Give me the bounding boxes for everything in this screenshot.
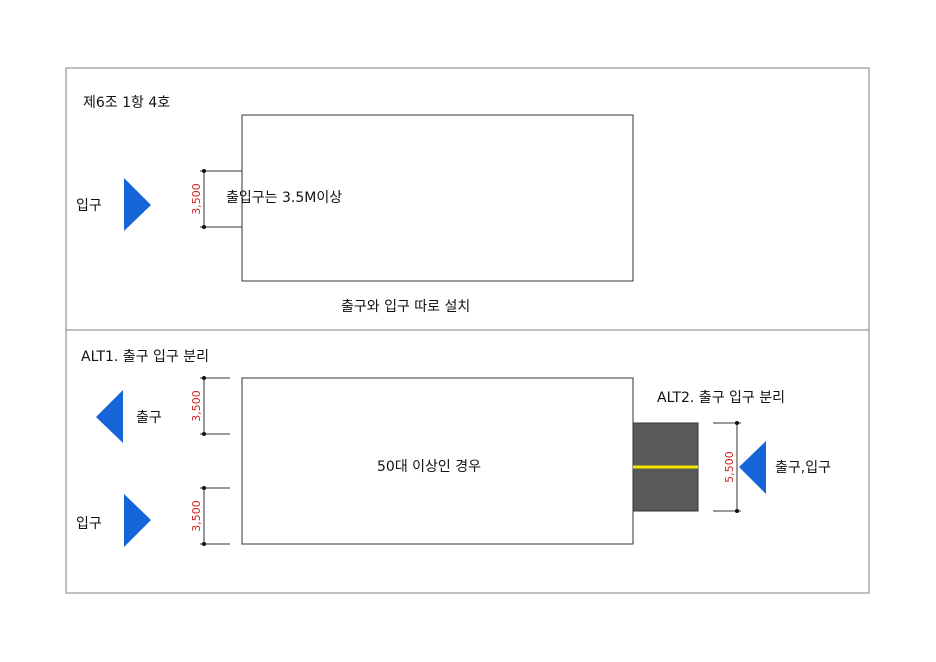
exit-dimension: 3,500 — [190, 376, 230, 436]
entrance-dimension: 3,500 — [190, 486, 230, 546]
arrow-right-icon — [124, 494, 151, 547]
top-heading: 제6조 1항 4호 — [83, 95, 170, 111]
entrance-dimension-text: 3,500 — [190, 500, 203, 532]
combined-dimension-text: 5,500 — [723, 451, 736, 483]
top-caption: 출구와 입구 따로 설치 — [341, 299, 470, 315]
alt1-heading: ALT1. 출구 입구 분리 — [81, 349, 209, 365]
top-dimension: 3,500 — [190, 169, 242, 229]
bottom-entrance-label: 입구 — [76, 516, 102, 532]
combined-dimension: 5,500 — [713, 421, 741, 513]
combined-label: 출구,입구 — [775, 460, 831, 476]
top-building — [241, 114, 634, 282]
arrow-right-icon — [124, 178, 151, 231]
top-section: 제6조 1항 4호 출입구는 3.5M이상 3,500 입구 출구와 입구 따로… — [76, 95, 634, 315]
top-dimension-text: 3,500 — [190, 183, 203, 215]
top-building-text: 출입구는 3.5M이상 — [226, 190, 342, 206]
exit-dimension-text: 3,500 — [190, 390, 203, 422]
bottom-section: ALT1. 출구 입구 분리 50대 이상인 경우 출구 3,500 입구 3,… — [76, 349, 831, 547]
top-entrance-label: 입구 — [76, 198, 102, 214]
arrow-left-icon — [96, 390, 123, 443]
alt2-heading: ALT2. 출구 입구 분리 — [657, 390, 785, 406]
road — [632, 422, 699, 512]
bottom-building-text: 50대 이상인 경우 — [377, 459, 481, 475]
arrow-left-icon — [739, 441, 766, 494]
exit-label: 출구 — [136, 410, 162, 426]
